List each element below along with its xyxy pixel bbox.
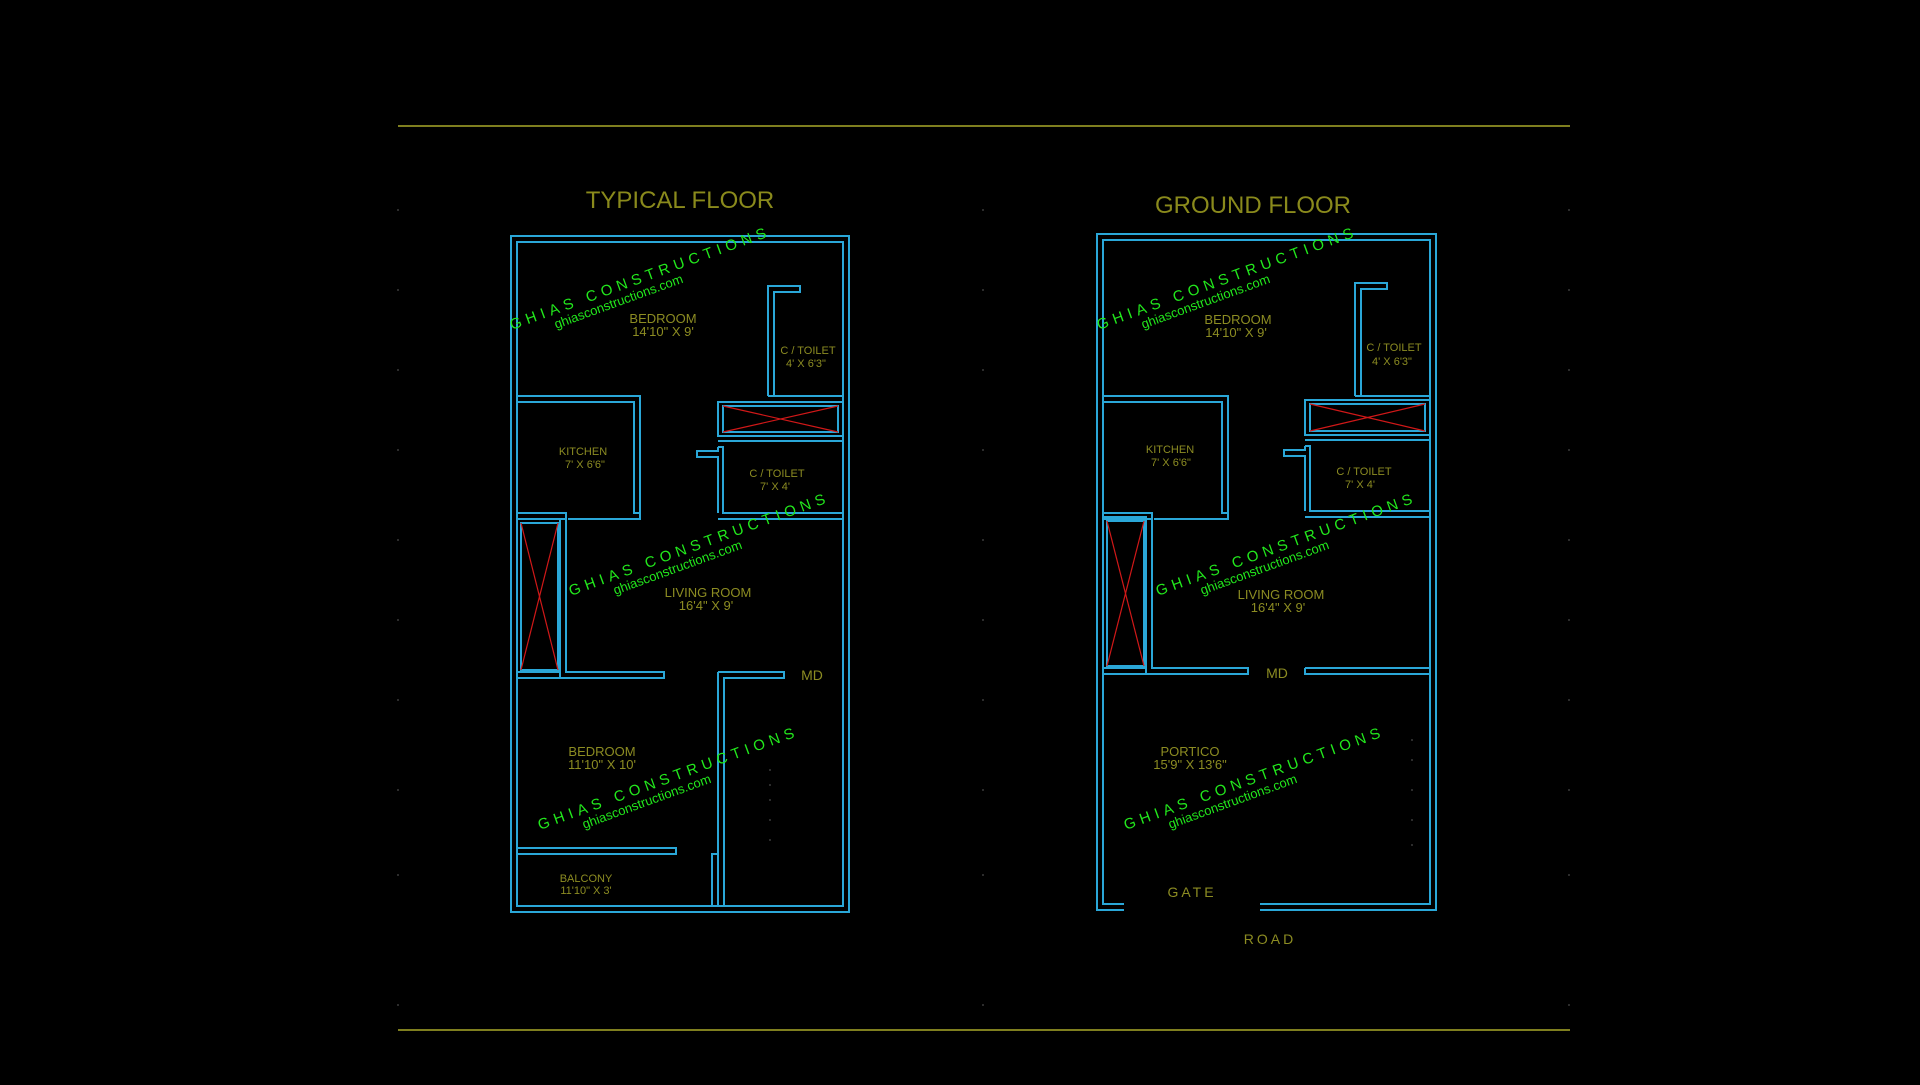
ground-living-size: 16'4" X 9': [1251, 600, 1305, 615]
ground-bedroom-top-size: 14'10" X 9': [1205, 325, 1267, 340]
ground-toilet-top-name: C / TOILET: [1366, 342, 1422, 354]
ground-bedroom-top-name: BEDROOM: [1204, 312, 1271, 327]
ground-toilet-top-size: 4' X 6'3": [1372, 356, 1412, 368]
ground-floor-walls: [1096, 233, 1437, 911]
typical-floor-shaft-crosses: [520, 405, 839, 671]
ground-floor-shaft-crosses: [1106, 403, 1426, 667]
typical-watermark-2-company: GHIAS CONSTRUCTIONS: [567, 489, 833, 600]
typical-floor-plan: TYPICAL FLOOR: [508, 187, 850, 913]
typical-toilet-mid-name: C / TOILET: [749, 468, 805, 480]
ground-watermark-2-company: GHIAS CONSTRUCTIONS: [1154, 489, 1420, 600]
typical-balcony-size: 11'10" X 3': [560, 885, 611, 897]
ground-portico-name: PORTICO: [1161, 744, 1220, 759]
ground-md-label: MD: [1266, 665, 1288, 681]
ground-floor-title: GROUND FLOOR: [1155, 192, 1351, 219]
typical-floor-walls: [510, 235, 850, 913]
typical-toilet-top-name: C / TOILET: [780, 345, 836, 357]
ground-kitchen-size: 7' X 6'6": [1151, 457, 1191, 469]
typical-bedroom-bottom-name: BEDROOM: [568, 744, 635, 759]
ground-toilet-mid-name: C / TOILET: [1336, 466, 1392, 478]
ground-toilet-mid-size: 7' X 4': [1345, 479, 1375, 491]
typical-kitchen-size: 7' X 6'6": [565, 459, 605, 471]
typical-living-name: LIVING ROOM: [665, 585, 752, 600]
typical-floor-labels: BEDROOM 14'10" X 9' C / TOILET 4' X 6'3"…: [559, 311, 836, 897]
ground-watermark-3-company: GHIAS CONSTRUCTIONS: [1122, 723, 1388, 834]
typical-bedroom-top-name: BEDROOM: [629, 311, 696, 326]
ground-floor-plan: GROUND FLOOR: [1095, 192, 1437, 947]
typical-kitchen-name: KITCHEN: [559, 446, 607, 458]
ground-road-label: ROAD: [1244, 931, 1296, 947]
grid-dots: [397, 209, 1570, 1006]
ground-kitchen-name: KITCHEN: [1146, 444, 1194, 456]
typical-balcony-name: BALCONY: [560, 873, 613, 885]
typical-watermark-3-company: GHIAS CONSTRUCTIONS: [536, 723, 802, 834]
ground-living-name: LIVING ROOM: [1238, 587, 1325, 602]
typical-living-size: 16'4" X 9': [679, 598, 733, 613]
ground-gate-label: GATE: [1167, 884, 1216, 900]
ground-portico-size: 15'9" X 13'6": [1153, 757, 1227, 772]
ground-floor-labels: BEDROOM 14'10" X 9' C / TOILET 4' X 6'3"…: [1146, 312, 1422, 947]
typical-bedroom-top-size: 14'10" X 9': [632, 324, 694, 339]
typical-toilet-top-size: 4' X 6'3": [786, 358, 826, 370]
typical-toilet-mid-size: 7' X 4': [760, 481, 790, 493]
typical-floor-title: TYPICAL FLOOR: [586, 187, 774, 214]
typical-bedroom-bottom-size: 11'10" X 10': [568, 757, 636, 772]
typical-md-label: MD: [801, 667, 823, 683]
